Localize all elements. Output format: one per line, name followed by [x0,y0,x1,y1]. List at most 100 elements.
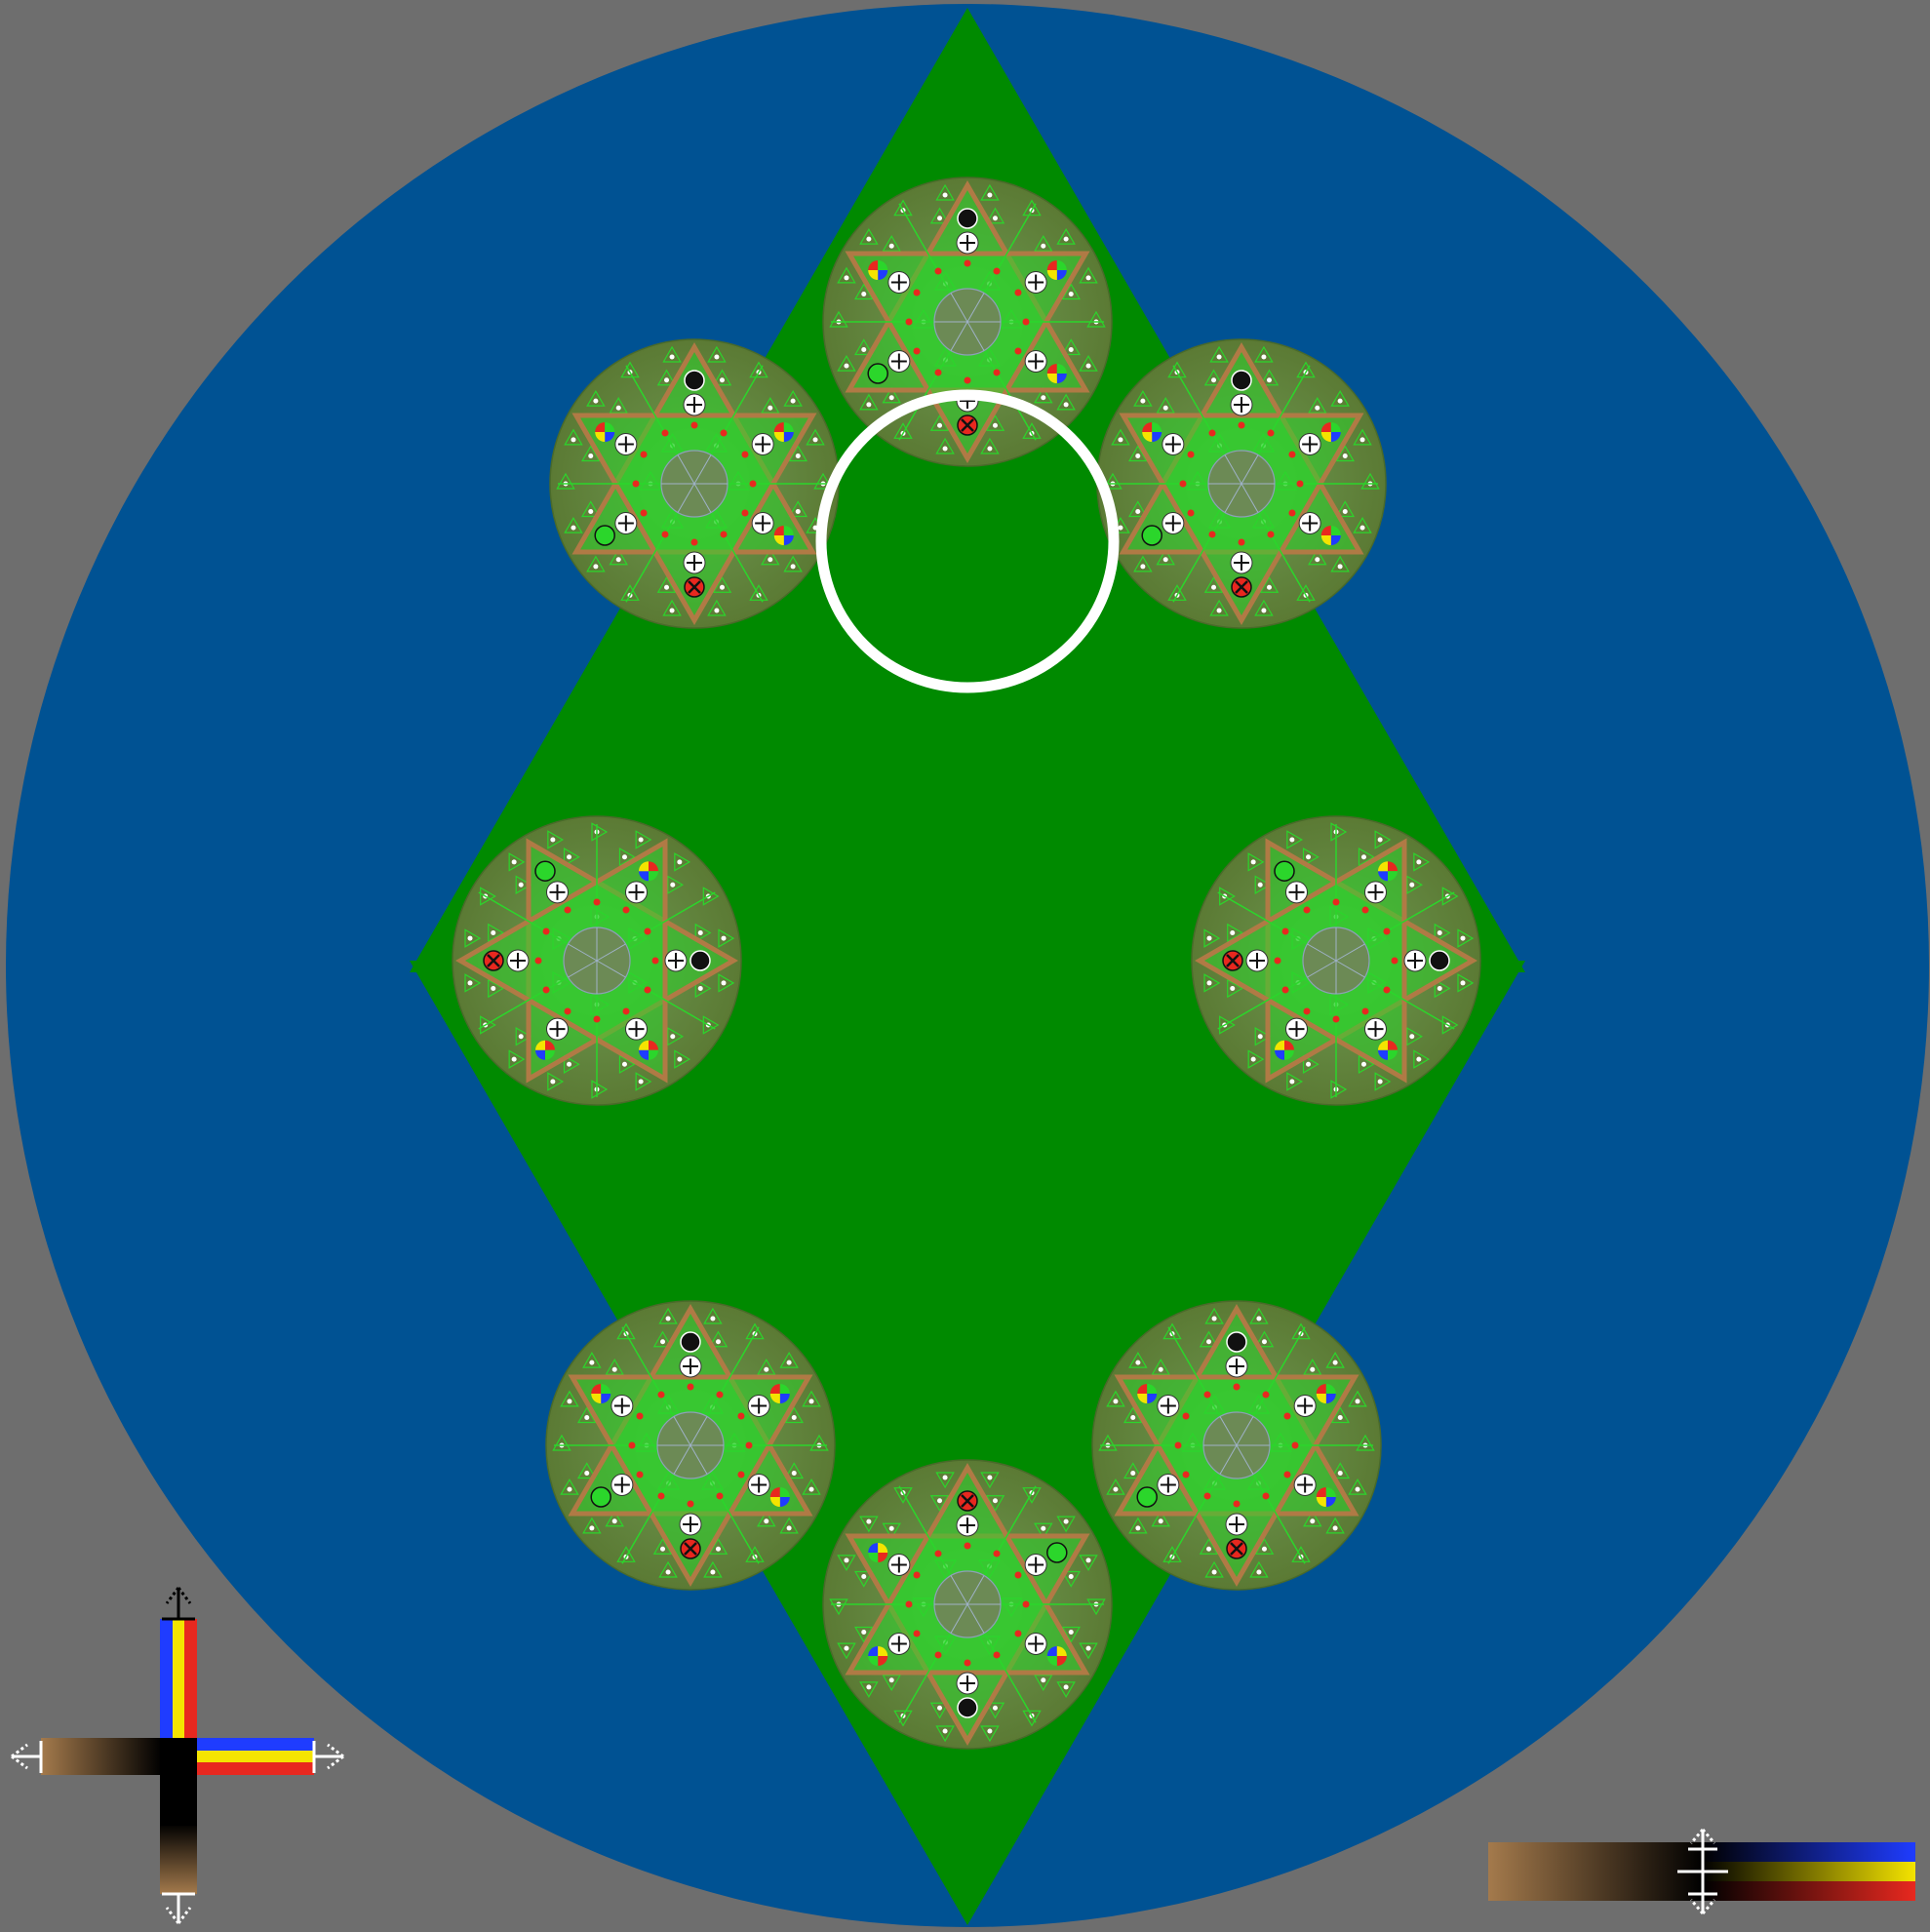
small-dot [1175,1442,1182,1449]
lattice-dot [1338,564,1343,569]
lattice-dot [1267,585,1272,590]
lattice-dot [764,1367,768,1372]
lattice-dot [1064,237,1069,242]
small-dot [965,260,971,267]
lattice-dot [866,237,871,242]
green-node [535,861,555,881]
black-node [1232,371,1251,390]
medallion-lower-right[interactable] [1092,1301,1381,1590]
small-dot [543,987,550,994]
small-dot [965,377,971,384]
small-dot [914,1631,921,1637]
small-dot [1283,1413,1290,1420]
small-dot [1183,1413,1190,1420]
lattice-dot [1306,1062,1311,1067]
lattice-dot [1438,986,1442,991]
small-dot [741,510,748,517]
lattice-dot [1360,437,1365,442]
lattice-dot [787,1525,792,1530]
lattice-dot [1338,399,1343,404]
small-dot [1304,907,1311,914]
lattice-dot [1256,1569,1261,1574]
small-dot [1023,1601,1030,1608]
small-dot [1014,1572,1021,1579]
lattice-dot [943,1476,948,1480]
cross-bottom-arm[interactable] [160,1824,197,1894]
lattice-dot [721,980,726,985]
small-dot [746,1442,753,1449]
lattice-dot [791,399,796,404]
small-dot [1204,1392,1211,1399]
slider-tan-track[interactable] [1488,1842,1703,1901]
lattice-dot [1069,292,1074,296]
medallion-upper-left[interactable] [550,339,839,628]
lattice-dot [660,1339,665,1344]
small-dot [1209,531,1216,537]
medallion-upper-right[interactable] [1097,339,1386,628]
lattice-dot [1262,1547,1267,1552]
cross-left-arm[interactable] [41,1738,162,1775]
medallion-lower-left[interactable] [546,1301,835,1590]
lattice-dot [1086,1557,1091,1562]
lattice-dot [1338,1471,1343,1476]
lattice-dot [889,395,894,400]
lattice-dot [1064,1519,1069,1524]
lattice-dot [698,986,703,991]
lattice-dot [710,1317,715,1321]
lattice-dot [519,1034,524,1039]
lattice-dot [1438,930,1442,935]
lattice-dot [1409,1034,1414,1039]
small-dot [721,531,728,537]
small-dot [1362,907,1369,914]
lattice-dot [670,1034,675,1039]
cross-top-yellow [173,1619,184,1740]
lattice-dot [567,854,571,859]
medallion-middle-left[interactable] [453,816,741,1105]
small-dot [1014,348,1021,355]
lattice-dot [943,1728,948,1733]
lattice-dot [714,355,719,360]
lattice-dot [588,453,593,458]
lattice-dot [889,244,894,249]
lattice-dot [622,1062,627,1067]
lattice-dot [1113,1487,1118,1492]
medallion-bottom[interactable] [823,1460,1112,1749]
lattice-dot [1230,986,1235,991]
lattice-dot [593,564,598,569]
lattice-dot [866,1519,871,1524]
small-dot [1239,539,1245,546]
lattice-dot [1343,453,1348,458]
small-dot [1288,452,1295,458]
small-dot [644,987,650,994]
small-dot [637,1472,644,1479]
lattice-dot [716,1547,721,1552]
small-dot [935,369,942,375]
small-dot [1383,928,1390,935]
lattice-dot [993,1498,998,1503]
lattice-dot [1135,1360,1140,1365]
lattice-dot [1306,854,1311,859]
medallion-middle-right[interactable] [1192,816,1480,1105]
lattice-dot [1041,244,1045,249]
black-node [1227,1332,1246,1352]
small-dot [1188,452,1195,458]
small-dot [1383,987,1390,994]
small-dot [641,452,648,458]
lattice-dot [593,399,598,404]
lattice-dot [550,837,555,842]
cross-center [160,1738,197,1826]
lattice-dot [987,1728,992,1733]
lattice-dot [622,854,627,859]
green-node [1275,861,1294,881]
lattice-dot [589,1360,594,1365]
lattice-dot [1460,980,1465,985]
medallion-top[interactable] [823,177,1112,466]
lattice-dot [584,1415,589,1420]
slider-blue-band [1703,1842,1915,1862]
lattice-dot [720,377,725,382]
lattice-dot [1086,364,1091,369]
lattice-dot [1113,1399,1118,1403]
lattice-dot [1416,859,1421,864]
lattice-dot [1333,1525,1338,1530]
